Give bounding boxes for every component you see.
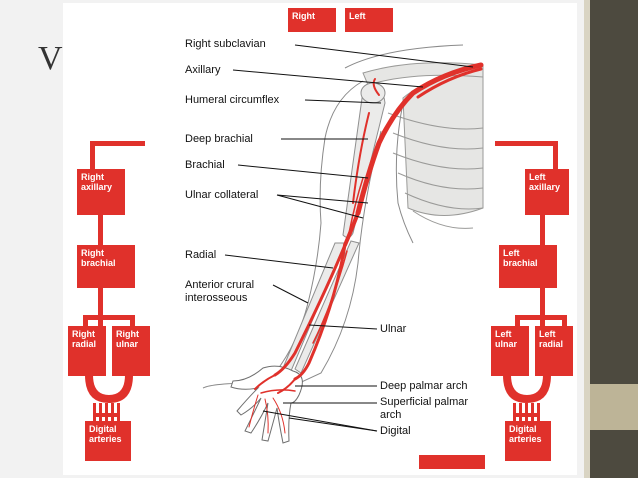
- left-radial-line2: radial: [539, 339, 564, 349]
- left-flowchart-connectors: [83, 141, 145, 421]
- right-brachial-box: Right brachial: [77, 245, 135, 288]
- label-digital: Digital: [380, 425, 411, 437]
- rib-cage: [362, 62, 484, 229]
- arm-illustration: [83, 44, 567, 469]
- right-brachial-line1: Right: [81, 248, 104, 258]
- label-superficial-palmar-line2: arch: [380, 409, 402, 421]
- arm-bones: [282, 82, 386, 374]
- right-radial-line2: radial: [72, 339, 97, 349]
- decorative-strip-light: [584, 0, 590, 478]
- right-radial-box: Right radial: [68, 326, 106, 376]
- arm-arteries-figure: Right Left Right axillary Right brachial…: [63, 3, 577, 475]
- label-brachial: Brachial: [185, 159, 225, 171]
- right-ulnar-line2: ulnar: [116, 339, 139, 349]
- left-radial-line1: Left: [539, 329, 556, 339]
- label-anterior-crural-line2: interosseous: [185, 292, 248, 304]
- right-digital-arteries-box: Digital arteries: [85, 421, 131, 461]
- right-axillary-box: Right axillary: [77, 169, 125, 215]
- left-radial-box: Left radial: [535, 326, 573, 376]
- label-right-subclavian: Right subclavian: [185, 38, 266, 50]
- right-axillary-line1: Right: [81, 172, 104, 182]
- left-ulnar-box: Left ulnar: [491, 326, 529, 376]
- right-digital-line2: arteries: [89, 434, 122, 444]
- label-deep-palmar-arch: Deep palmar arch: [380, 380, 468, 392]
- left-axillary-line1: Left: [529, 172, 546, 182]
- label-axillary: Axillary: [185, 64, 221, 76]
- label-radial: Radial: [185, 249, 217, 261]
- right-digital-line1: Digital: [89, 424, 117, 434]
- left-axillary-line2: axillary: [529, 182, 561, 192]
- right-flowchart-connectors: [419, 141, 567, 469]
- left-ulnar-line2: ulnar: [495, 339, 518, 349]
- right-ulnar-box: Right ulnar: [112, 326, 150, 376]
- leader-lines: [224, 44, 474, 432]
- left-digital-arteries-box: Digital arteries: [505, 421, 551, 461]
- left-brachial-line1: Left: [503, 248, 520, 258]
- header-box-right: Right: [288, 8, 336, 32]
- arteries: [248, 62, 484, 434]
- right-radial-line1: Right: [72, 329, 95, 339]
- label-ulnar-collateral: Ulnar collateral: [185, 189, 259, 201]
- label-superficial-palmar-line1: Superficial palmar: [380, 396, 469, 408]
- left-brachial-box: Left brachial: [499, 245, 557, 288]
- label-humeral-circumflex: Humeral circumflex: [185, 94, 280, 106]
- right-brachial-line2: brachial: [81, 258, 116, 268]
- right-ulnar-line1: Right: [116, 329, 139, 339]
- label-deep-brachial: Deep brachial: [185, 133, 253, 145]
- label-anterior-crural-line1: Anterior crural: [185, 279, 255, 291]
- left-axillary-box: Left axillary: [525, 169, 569, 215]
- left-digital-line1: Digital: [509, 424, 537, 434]
- left-brachial-line2: brachial: [503, 258, 538, 268]
- right-axillary-line2: axillary: [81, 182, 113, 192]
- decorative-strip-tan: [590, 384, 638, 430]
- left-ulnar-line1: Left: [495, 329, 512, 339]
- left-digital-line2: arteries: [509, 434, 542, 444]
- label-ulnar: Ulnar: [380, 323, 407, 335]
- slide-title: V: [38, 40, 63, 77]
- header-box-left: Left: [345, 8, 393, 32]
